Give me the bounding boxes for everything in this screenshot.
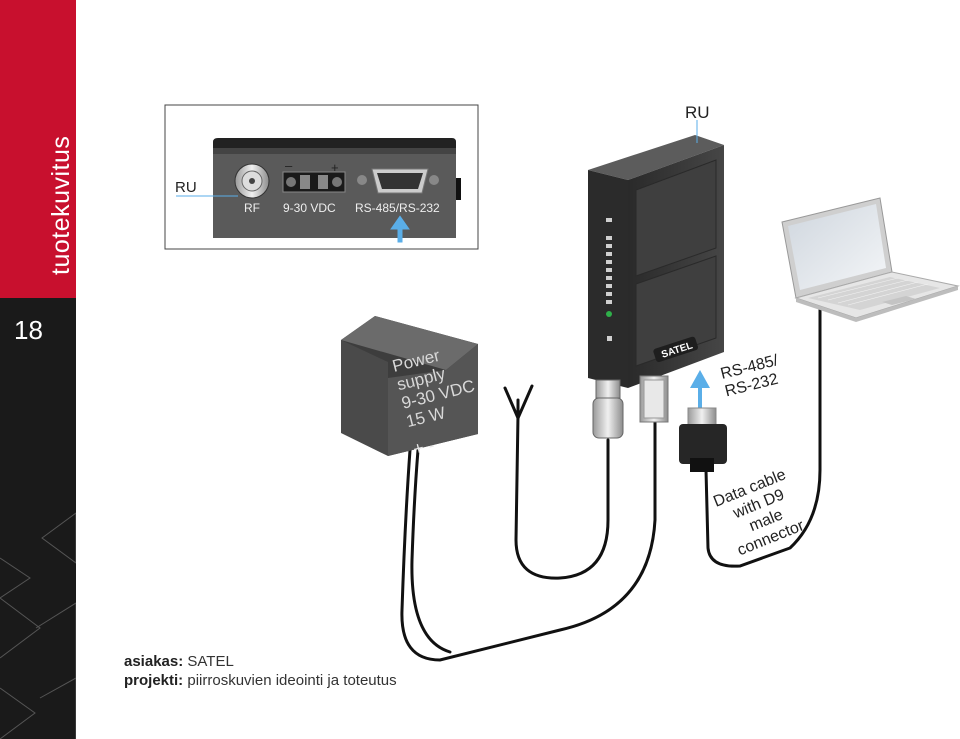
antenna-icon (503, 384, 534, 420)
sidebar-accent (0, 0, 76, 298)
laptop-icon (781, 197, 960, 322)
inset-ru-label: RU (175, 179, 197, 196)
inset-port-serial: RS-485/RS-232 (355, 201, 440, 215)
antenna-cable (514, 413, 610, 580)
device-ru-label: RU (685, 103, 710, 122)
power-terminal-icon (282, 171, 346, 193)
inset-minus-label: – (285, 158, 293, 173)
inset-plus-label: + (331, 160, 339, 175)
inset-panel: – + RF 9-30 VDC RS-485/RS-232 RU (164, 104, 479, 250)
credits: asiakas: SATEL projekti: piirroskuvien i… (124, 652, 397, 690)
power-supply-icon: Power supply 9-30 VDC 15 W + - (341, 316, 478, 459)
cables (400, 301, 822, 662)
client-key: asiakas: (124, 653, 184, 670)
inset-arrow-up-icon (390, 215, 410, 243)
project-value: piirroskuvien ideointi ja toteutus (187, 672, 397, 689)
inset-port-rf: RF (244, 201, 260, 215)
inset-port-power: 9-30 VDC (283, 201, 336, 215)
page-number: 18 (14, 315, 43, 345)
d9-port-icon (357, 168, 439, 194)
power-cable-plus (400, 418, 657, 662)
decorative-triangles (0, 512, 76, 739)
rf-connector-icon (234, 163, 270, 199)
d9-connector-icon (679, 407, 727, 472)
sidebar-dark (0, 298, 76, 739)
satel-device-icon: SATEL (588, 135, 724, 439)
client-value: SATEL (187, 653, 234, 670)
serial-arrow-up-icon (690, 370, 710, 412)
data-cable (704, 301, 822, 568)
project-key: projekti: (124, 672, 184, 689)
